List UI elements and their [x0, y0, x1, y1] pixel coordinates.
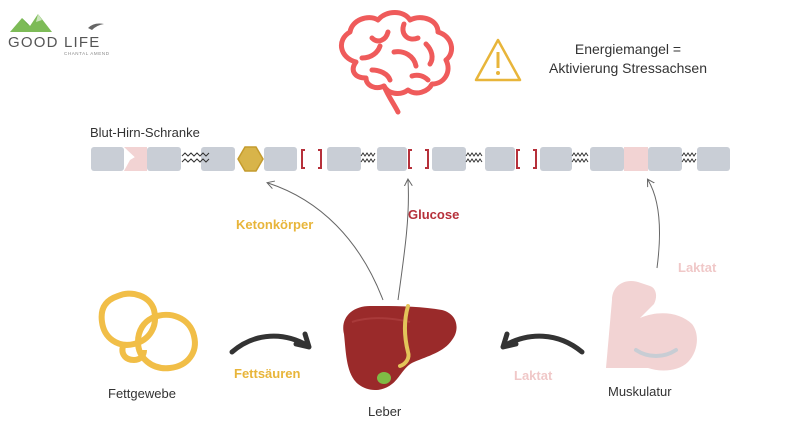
- logo-bird-icon: [88, 23, 104, 30]
- lactate-bottom-label: Laktat: [514, 368, 553, 383]
- flow-arrows-thin: [268, 180, 661, 301]
- liver-icon: [343, 304, 457, 390]
- barrier-label: Blut-Hirn-Schranke: [90, 125, 200, 140]
- energy-warning-line-2: Aktivierung Stressachsen: [549, 60, 707, 76]
- fat-tissue-label: Fettgewebe: [108, 386, 176, 401]
- liver-label: Leber: [368, 404, 402, 419]
- logo-mountain-icon: [10, 14, 52, 32]
- lactate-top-label: Laktat: [678, 260, 717, 275]
- brain-icon: [339, 10, 455, 115]
- barrier-strip: [91, 146, 730, 172]
- muscle-icon: [606, 280, 697, 371]
- energy-warning-text: Energiemangel = Aktivierung Stressachsen: [538, 40, 718, 78]
- muscle-label: Muskulatur: [608, 384, 672, 399]
- energy-warning-line-1: Energiemangel =: [574, 41, 682, 57]
- fat-tissue-icon: [98, 290, 198, 372]
- warning-icon: [474, 38, 522, 82]
- flow-arrows-thick: [229, 331, 585, 355]
- fatty-acids-label: Fettsäuren: [234, 366, 301, 381]
- logo-subtitle: CHANTAL AMEND: [64, 51, 110, 56]
- glucose-label: Glucose: [408, 207, 460, 222]
- tight-junction-icons: [181, 152, 697, 163]
- open-gap-brackets: [301, 149, 537, 169]
- logo-text: GOOD LIFE: [8, 34, 101, 51]
- ketone-label: Ketonkörper: [236, 217, 314, 232]
